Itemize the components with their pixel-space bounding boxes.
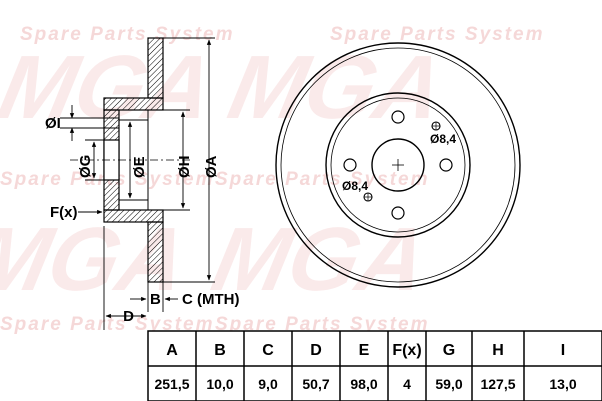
table-value-cell: 13,0 [549, 376, 576, 392]
hat-top-wall [103, 97, 164, 111]
watermark-tagline: Spare Parts System [20, 24, 235, 45]
label-dim-i: ØI [45, 115, 61, 132]
watermark-brand: MGA [204, 210, 435, 310]
table-header-cell: A [166, 342, 178, 359]
watermark-tagline: Spare Parts System [330, 24, 545, 45]
hat-bottom-wall [103, 209, 164, 223]
watermark-brand: MGA [0, 210, 195, 310]
table-header-cell: B [214, 342, 226, 359]
table-header-cell: E [359, 342, 370, 359]
watermark: MGA MGA MGA MGA Spare Parts System Spare… [0, 24, 545, 335]
table-value-cell: 9,0 [258, 376, 278, 392]
label-dim-b: B [150, 291, 161, 308]
bolt-hole [391, 206, 405, 220]
table-value-cell: 50,7 [302, 376, 329, 392]
bolt-hole [439, 158, 453, 172]
label-dim-d: D [123, 308, 134, 325]
label-dim-a: ØA [203, 155, 220, 178]
side-view: ØI ØG ØE ØH ØA F(x) B C (MTH) [45, 37, 239, 330]
lower-friction-ring [147, 221, 164, 283]
disc-outer-edge [275, 42, 521, 288]
label-dim-g: ØG [77, 155, 94, 178]
table-header-cell: G [443, 342, 455, 359]
table-value-cell: 10,0 [206, 376, 233, 392]
hat-outer-circle [325, 92, 471, 238]
label-dim-c: C (MTH) [182, 291, 239, 308]
spec-table: A 251,5 B 10,0 C 9,0 D 50,7 E 98,0 F(x) 4 G 59,0 H 127,… [147, 330, 602, 401]
table-value-cell: 4 [403, 376, 411, 392]
watermark-brand: MGA [221, 38, 452, 138]
label-dim-e: ØE [131, 156, 148, 178]
table-header-cell: I [561, 342, 565, 359]
table-header-cell: F(x) [392, 342, 421, 359]
table-header-cell: C [262, 342, 274, 359]
table-value-cell: 127,5 [480, 376, 515, 392]
watermark-tagline: Spare Parts System [215, 169, 430, 190]
table-header-cell: D [310, 342, 322, 359]
table-value-cell: 98,0 [350, 376, 377, 392]
label-dim-f: F(x) [50, 204, 78, 221]
table-header-cell: H [492, 342, 504, 359]
watermark-tagline: Spare Parts System [0, 314, 215, 335]
hat-inner-circle [330, 97, 466, 233]
bolt-hole [343, 158, 357, 172]
upper-friction-ring [147, 37, 164, 99]
table-value-cell: 59,0 [435, 376, 462, 392]
center-bore-circle [371, 138, 425, 192]
disc-outer-chamfer [280, 47, 516, 283]
bolt-hole [391, 110, 405, 124]
label-dim-h: ØH [176, 156, 193, 179]
table-value-cell: 251,5 [154, 376, 189, 392]
hole-label: Ø8,4 [342, 179, 368, 193]
watermark-tagline: Spare Parts System [215, 314, 430, 335]
front-view: Ø8,4 Ø8,4 [275, 42, 521, 288]
hole-label: Ø8,4 [430, 132, 456, 146]
